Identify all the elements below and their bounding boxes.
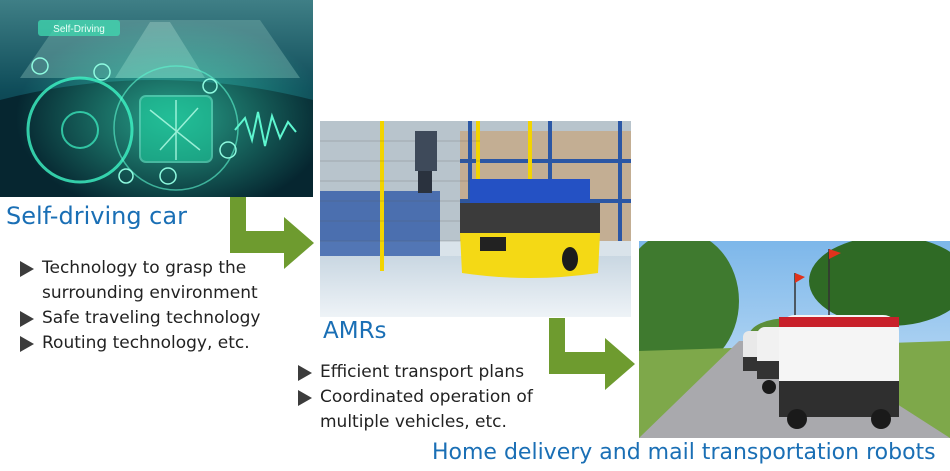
list-item: Technology to grasp the surrounding envi… [18, 256, 260, 306]
list-item: Efficient transport plans [296, 360, 533, 385]
right-triangle-icon [20, 261, 34, 277]
self-driving-car-bullets: Technology to grasp the surrounding envi… [18, 256, 260, 356]
bullet-text: Coordinated operation of [320, 387, 533, 407]
bullet-text: Safe traveling technology [42, 308, 261, 328]
bullet-text: Technology to grasp the [42, 258, 247, 278]
flow-arrow-car-to-amr [230, 197, 314, 269]
right-triangle-icon [298, 365, 312, 381]
self-driving-car-photo: Self-Driving [0, 0, 313, 197]
right-triangle-icon [20, 336, 34, 352]
list-item: Safe traveling technology [18, 306, 260, 331]
right-triangle-icon [298, 390, 312, 406]
amr-bullets: Efficient transport plans Coordinated op… [296, 360, 533, 435]
bullet-text: Routing technology, etc. [42, 333, 250, 353]
hud-label: Self-Driving [53, 24, 105, 35]
bullet-text: Efficient transport plans [320, 362, 525, 382]
list-item: Coordinated operation of multiple vehicl… [296, 385, 533, 435]
delivery-robots-title: Home delivery and mail transportation ro… [432, 440, 936, 465]
amr-title: AMRs [323, 318, 387, 344]
delivery-robots-photo [639, 241, 950, 438]
self-driving-car-title: Self-driving car [6, 202, 187, 230]
bullet-text-continued: surrounding environment [42, 283, 258, 303]
bullet-text-continued: multiple vehicles, etc. [320, 412, 507, 432]
right-triangle-icon [20, 311, 34, 327]
flow-arrow-amr-to-robots [549, 318, 635, 390]
amr-photo [320, 121, 631, 317]
list-item: Routing technology, etc. [18, 331, 260, 356]
